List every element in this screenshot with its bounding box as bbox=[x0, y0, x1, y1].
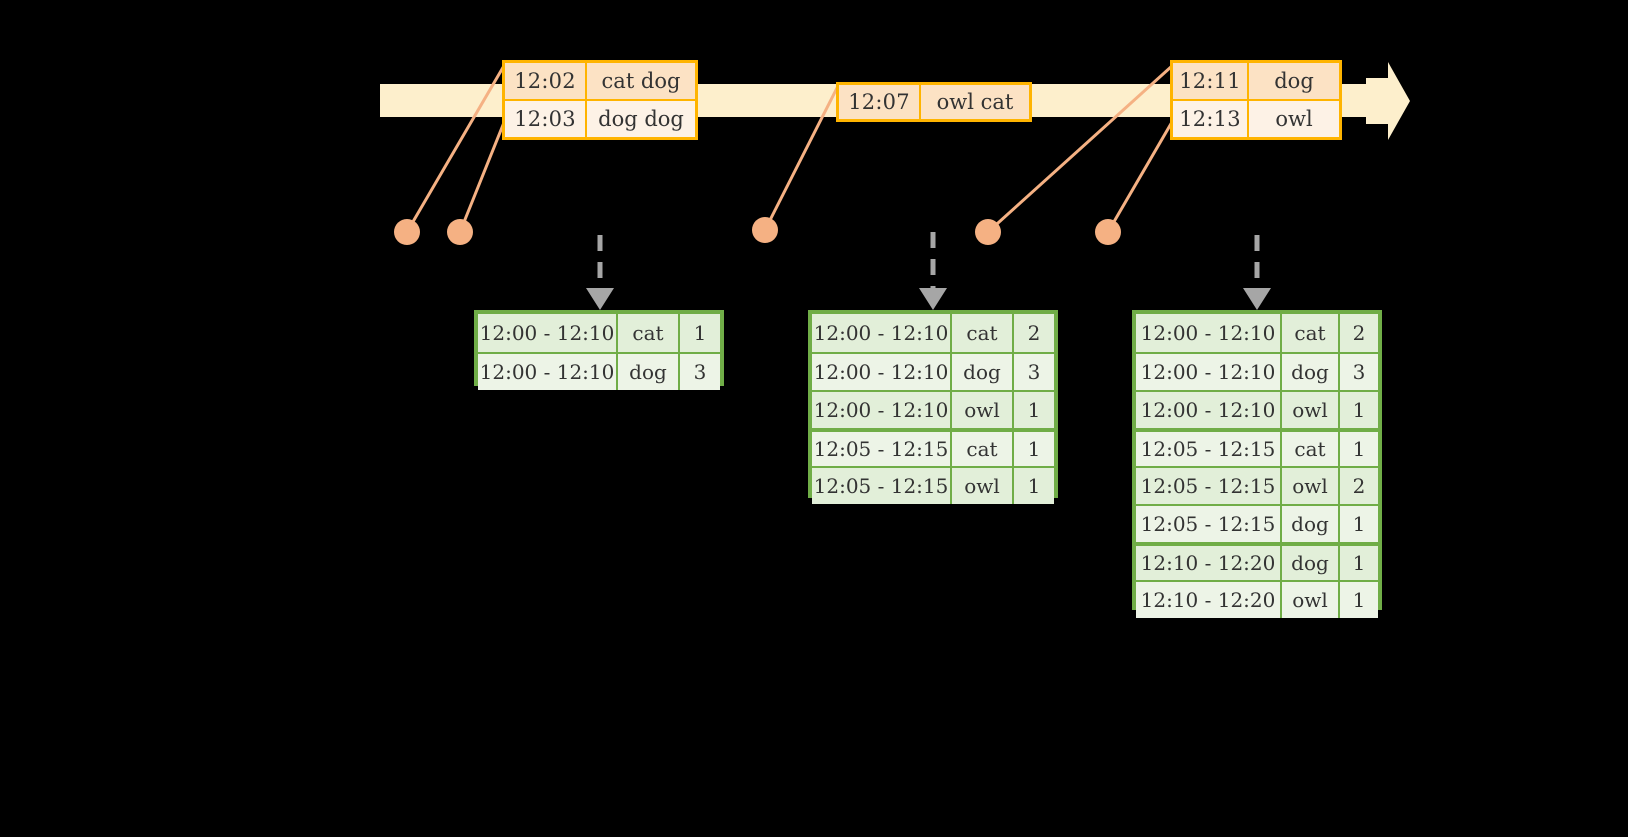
table-row[interactable]: 12:00 - 12:10 dog 3 bbox=[478, 352, 720, 390]
table-row[interactable]: 12:00 - 12:10 cat 1 bbox=[478, 314, 720, 352]
count-cell: 1 bbox=[1027, 474, 1041, 498]
window-cell: 12:05 - 12:15 bbox=[1136, 506, 1282, 542]
table-row[interactable]: 12:00 - 12:10 dog 3 bbox=[1136, 352, 1378, 390]
window-cell: 12:05 - 12:15 bbox=[812, 432, 952, 466]
window-cell: 12:00 - 12:10 bbox=[478, 314, 618, 352]
word-cell: dog bbox=[1282, 354, 1340, 390]
count-cell: 1 bbox=[1352, 437, 1366, 461]
event-group-1[interactable]: 12:02 cat dog 12:03 dog dog bbox=[502, 60, 698, 140]
event-dot-3 bbox=[752, 217, 778, 243]
word-cell: owl bbox=[1282, 468, 1340, 504]
word-cell: cat bbox=[618, 314, 680, 352]
window-cell: 12:10 - 12:20 bbox=[1136, 546, 1282, 580]
word-cell: owl bbox=[1282, 392, 1340, 428]
count-cell: 2 bbox=[1352, 321, 1366, 345]
event-row[interactable]: 12:07 owl cat bbox=[839, 85, 1029, 119]
word-cell: dog bbox=[618, 354, 680, 390]
table-row[interactable]: 12:00 - 12:10 dog 3 bbox=[812, 352, 1054, 390]
event-row[interactable]: 12:03 dog dog bbox=[505, 99, 695, 137]
word-cell: owl bbox=[952, 468, 1014, 504]
word-cell: cat bbox=[952, 314, 1014, 352]
event-time: 12:13 bbox=[1173, 101, 1249, 137]
word-cell: dog bbox=[952, 354, 1014, 390]
event-words: cat dog bbox=[601, 69, 681, 93]
window-cell: 12:00 - 12:10 bbox=[1136, 392, 1282, 428]
event-dot-1 bbox=[394, 219, 420, 245]
window-cell: 12:05 - 12:15 bbox=[1136, 468, 1282, 504]
table-row[interactable]: 12:10 - 12:20 dog 1 bbox=[1136, 542, 1378, 580]
window-cell: 12:00 - 12:10 bbox=[812, 314, 952, 352]
table-row[interactable]: 12:05 - 12:15 owl 2 bbox=[1136, 466, 1378, 504]
count-cell: 1 bbox=[693, 321, 707, 345]
event-dot-5 bbox=[1095, 219, 1121, 245]
window-cell: 12:00 - 12:10 bbox=[812, 354, 952, 390]
table-row[interactable]: 12:10 - 12:20 owl 1 bbox=[1136, 580, 1378, 618]
count-cell: 1 bbox=[1352, 398, 1366, 422]
result-table-1[interactable]: 12:00 - 12:10 cat 1 12:00 - 12:10 dog 3 bbox=[474, 310, 724, 390]
event-dot-4 bbox=[975, 219, 1001, 245]
event-words: dog bbox=[1274, 69, 1314, 93]
table-row[interactable]: 12:05 - 12:15 dog 1 bbox=[1136, 504, 1378, 542]
event-group-3[interactable]: 12:11 dog 12:13 owl bbox=[1170, 60, 1342, 140]
count-cell: 1 bbox=[1352, 512, 1366, 536]
word-cell: cat bbox=[952, 432, 1014, 466]
event-group-2[interactable]: 12:07 owl cat bbox=[836, 82, 1032, 122]
table-row[interactable]: 12:00 - 12:10 owl 1 bbox=[812, 390, 1054, 428]
count-cell: 1 bbox=[1027, 398, 1041, 422]
window-cell: 12:10 - 12:20 bbox=[1136, 582, 1282, 618]
window-cell: 12:00 - 12:10 bbox=[1136, 314, 1282, 352]
word-cell: owl bbox=[1282, 582, 1340, 618]
event-words: owl cat bbox=[936, 90, 1014, 114]
window-cell: 12:00 - 12:10 bbox=[812, 392, 952, 428]
word-cell: owl bbox=[952, 392, 1014, 428]
window-cell: 12:05 - 12:15 bbox=[1136, 432, 1282, 466]
event-row[interactable]: 12:13 owl bbox=[1173, 99, 1339, 137]
count-cell: 2 bbox=[1027, 321, 1041, 345]
word-cell: dog bbox=[1282, 546, 1340, 580]
count-cell: 3 bbox=[1352, 360, 1366, 384]
word-cell: cat bbox=[1282, 432, 1340, 466]
table-row[interactable]: 12:05 - 12:15 cat 1 bbox=[812, 428, 1054, 466]
count-cell: 3 bbox=[1027, 360, 1041, 384]
count-cell: 1 bbox=[1027, 437, 1041, 461]
event-time: 12:02 bbox=[505, 63, 587, 99]
word-cell: cat bbox=[1282, 314, 1340, 352]
table-row[interactable]: 12:00 - 12:10 owl 1 bbox=[1136, 390, 1378, 428]
event-row[interactable]: 12:11 dog bbox=[1173, 63, 1339, 99]
table-row[interactable]: 12:00 - 12:10 cat 2 bbox=[1136, 314, 1378, 352]
event-time: 12:03 bbox=[505, 101, 587, 137]
table-row[interactable]: 12:00 - 12:10 cat 2 bbox=[812, 314, 1054, 352]
event-row[interactable]: 12:02 cat dog bbox=[505, 63, 695, 99]
count-cell: 3 bbox=[693, 360, 707, 384]
timeline-arrowhead bbox=[1366, 62, 1410, 140]
count-cell: 1 bbox=[1352, 551, 1366, 575]
word-cell: dog bbox=[1282, 506, 1340, 542]
window-cell: 12:00 - 12:10 bbox=[478, 354, 618, 390]
table-row[interactable]: 12:05 - 12:15 owl 1 bbox=[812, 466, 1054, 504]
result-table-2[interactable]: 12:00 - 12:10 cat 2 12:00 - 12:10 dog 3 … bbox=[808, 310, 1058, 504]
event-words: owl bbox=[1275, 107, 1313, 131]
result-table-3[interactable]: 12:00 - 12:10 cat 2 12:00 - 12:10 dog 3 … bbox=[1132, 310, 1382, 618]
event-dot-2 bbox=[447, 219, 473, 245]
window-cell: 12:00 - 12:10 bbox=[1136, 354, 1282, 390]
table-row[interactable]: 12:05 - 12:15 cat 1 bbox=[1136, 428, 1378, 466]
window-cell: 12:05 - 12:15 bbox=[812, 468, 952, 504]
count-cell: 1 bbox=[1352, 588, 1366, 612]
event-words: dog dog bbox=[598, 107, 684, 131]
event-time: 12:07 bbox=[839, 85, 921, 119]
event-time: 12:11 bbox=[1173, 63, 1249, 99]
count-cell: 2 bbox=[1352, 474, 1366, 498]
